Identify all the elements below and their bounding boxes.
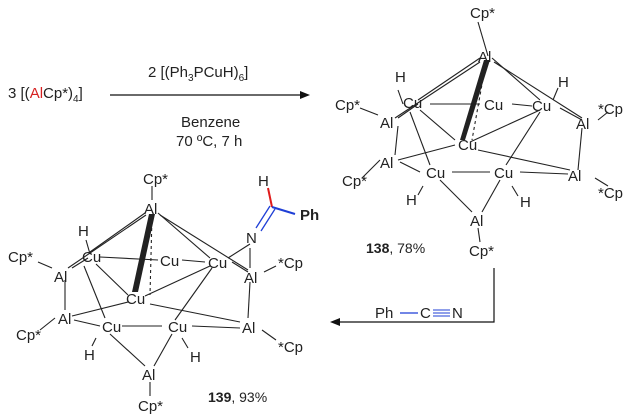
reactant-formula: 3 [(AlCp*)4]	[8, 85, 83, 105]
reaction-arrow-1	[110, 91, 310, 99]
svg-text:H: H	[406, 192, 417, 209]
svg-text:Cp*: Cp*	[469, 243, 494, 260]
svg-text:Cp*: Cp*	[16, 327, 41, 344]
svg-text:Cu: Cu	[458, 137, 477, 154]
reaction-conditions: 2 [(Ph3PCuH)6] Benzene 70 ºC, 7 h	[148, 64, 248, 150]
svg-text:H: H	[190, 349, 201, 366]
svg-text:Cu: Cu	[532, 98, 551, 115]
svg-text:Al: Al	[242, 320, 255, 337]
svg-text:Cp*: Cp*	[470, 5, 495, 22]
svg-text:H: H	[520, 194, 531, 211]
svg-text:*Cp: *Cp	[598, 185, 623, 202]
svg-text:N: N	[452, 305, 463, 322]
svg-text:*Cp: *Cp	[278, 339, 303, 356]
svg-text:Cu: Cu	[403, 95, 422, 112]
svg-text:Cu: Cu	[82, 249, 101, 266]
compound-139-structure: Cp* Al H Ph N H Cu Cu Cu Cp* Al Al *Cp C…	[8, 171, 319, 414]
svg-text:Al: Al	[478, 49, 491, 66]
svg-text:Al: Al	[244, 270, 257, 287]
svg-text:Cu: Cu	[160, 253, 179, 270]
svg-text:Ph: Ph	[300, 207, 319, 224]
svg-text:Cu: Cu	[126, 291, 145, 308]
svg-text:H: H	[258, 173, 269, 190]
svg-text:2 [(Ph3PCuH)6]: 2 [(Ph3PCuH)6]	[148, 64, 248, 84]
reaction-arrow-2	[330, 268, 495, 326]
svg-text:138, 78%: 138, 78%	[366, 240, 425, 256]
svg-text:Cu: Cu	[426, 165, 445, 182]
svg-text:C: C	[420, 305, 431, 322]
svg-text:Cp*: Cp*	[335, 97, 360, 114]
svg-text:*Cp: *Cp	[598, 101, 623, 118]
svg-text:Al: Al	[568, 168, 581, 185]
svg-text:Cp*: Cp*	[138, 398, 163, 414]
svg-text:Cu: Cu	[168, 319, 187, 336]
svg-text:Al: Al	[380, 115, 393, 132]
svg-text:H: H	[78, 223, 89, 240]
svg-text:*Cp: *Cp	[278, 255, 303, 272]
compound-138-structure: Cp* Al H Cu Cu Cu H Cp* Al Al *Cp Cu Al …	[335, 5, 623, 260]
svg-text:139, 93%: 139, 93%	[208, 389, 267, 405]
svg-text:H: H	[395, 69, 406, 86]
second-reagent: Ph C N	[375, 305, 463, 322]
svg-text:N: N	[246, 230, 257, 247]
svg-text:Al: Al	[144, 201, 157, 218]
svg-text:Cp*: Cp*	[342, 173, 367, 190]
solvent-label: Benzene	[181, 114, 240, 131]
svg-text:Al: Al	[576, 116, 589, 133]
svg-text:H: H	[84, 347, 95, 364]
svg-text:Al: Al	[58, 311, 71, 328]
svg-text:Cu: Cu	[494, 165, 513, 182]
svg-text:Cu: Cu	[102, 319, 121, 336]
temperature-time-label: 70 ºC, 7 h	[176, 133, 242, 150]
svg-text:Cu: Cu	[208, 255, 227, 272]
svg-text:3 [(AlCp*)4]: 3 [(AlCp*)4]	[8, 85, 83, 105]
svg-text:Al: Al	[142, 367, 155, 384]
compound-138-label: 138, 78%	[366, 240, 425, 256]
compound-139-label: 139, 93%	[208, 389, 267, 405]
svg-text:Cp*: Cp*	[143, 171, 168, 188]
svg-text:H: H	[558, 74, 569, 91]
svg-text:Ph: Ph	[375, 305, 393, 322]
svg-text:Al: Al	[54, 269, 67, 286]
svg-text:Cp*: Cp*	[8, 249, 33, 266]
svg-text:Al: Al	[380, 155, 393, 172]
svg-text:Al: Al	[470, 213, 483, 230]
svg-text:Cu: Cu	[484, 97, 503, 114]
